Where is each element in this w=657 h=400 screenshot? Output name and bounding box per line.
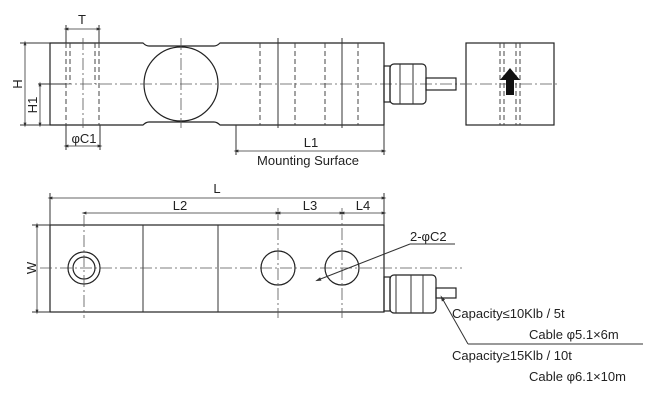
load-direction-arrow-icon <box>500 68 520 95</box>
dim-H-label: H <box>10 79 25 88</box>
dim-C1-label: φC1 <box>71 131 96 146</box>
beam-body-top <box>49 224 385 313</box>
cable-large-label: Cable φ6.1×10m <box>529 369 626 384</box>
cable-connector-side <box>383 63 457 105</box>
dim-H1-label: H1 <box>25 97 40 114</box>
side-view: T H H1 φC1 L1 Mounting Surface <box>10 12 465 168</box>
cable-connector-top <box>383 274 457 314</box>
mounting-surface-label: Mounting Surface <box>257 153 359 168</box>
dim-L4-label: L4 <box>356 198 370 213</box>
dim-L3-label: L3 <box>303 198 317 213</box>
cable-small-label: Cable φ5.1×6m <box>529 327 619 342</box>
dim-L1-label: L1 <box>304 135 318 150</box>
cable-notes: Capacity≤10Klb / 5t Cable φ5.1×6m Capaci… <box>440 295 643 384</box>
capacity-small-label: Capacity≤10Klb / 5t <box>452 306 565 321</box>
end-view <box>460 42 560 126</box>
dim-W-label: W <box>24 261 39 274</box>
capacity-large-label: Capacity≥15Klb / 10t <box>452 348 572 363</box>
dim-L-label: L <box>213 181 220 196</box>
top-view: L L2 L3 L4 W 2-φC2 <box>24 181 462 318</box>
hole-callout-label: 2-φC2 <box>410 229 447 244</box>
dim-T-label: T <box>78 12 86 27</box>
dim-L2-label: L2 <box>173 198 187 213</box>
